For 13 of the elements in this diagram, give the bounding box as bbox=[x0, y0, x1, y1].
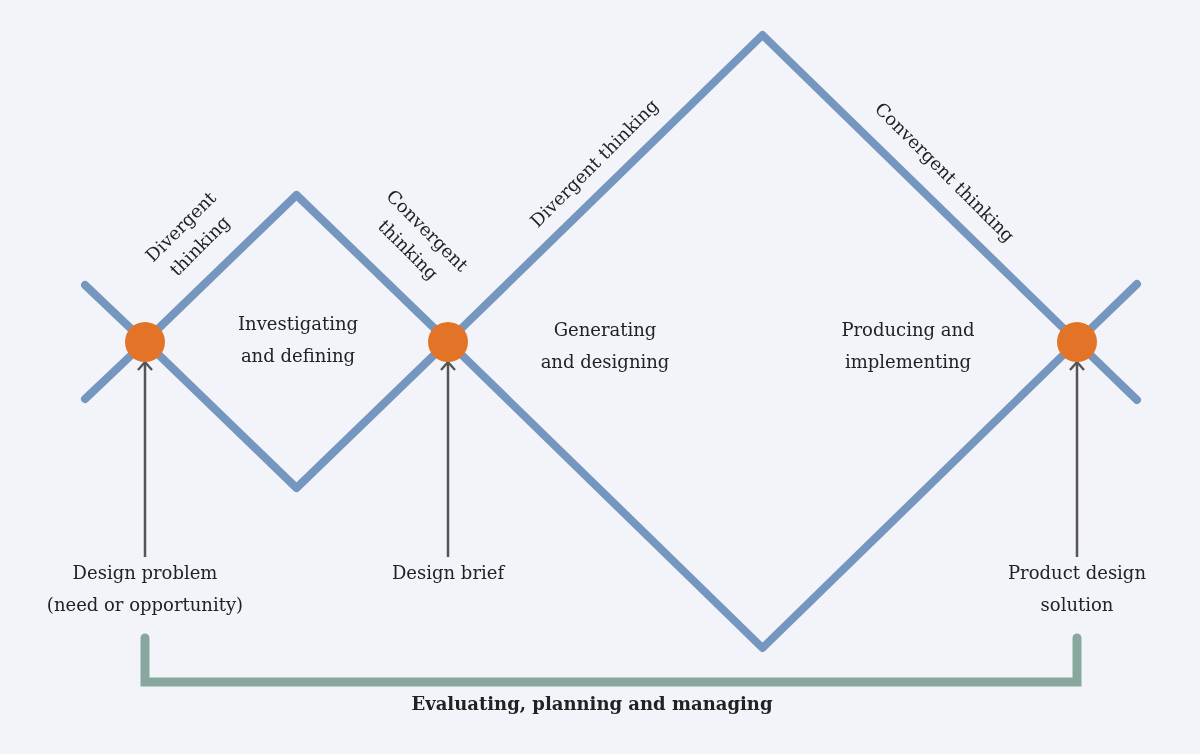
milestone-label: Design problem (need or opportunity) bbox=[46, 557, 244, 621]
dot-marker bbox=[125, 322, 165, 362]
phase-label: Investigating and defining bbox=[236, 312, 360, 368]
dot-marker bbox=[428, 322, 468, 362]
milestone-label: Product design solution bbox=[992, 557, 1162, 621]
phase-label: Producing and implementing bbox=[840, 318, 976, 374]
arrow bbox=[439, 360, 457, 557]
milestone-label: Design brief bbox=[391, 557, 505, 589]
arrow bbox=[136, 360, 154, 557]
phase-label: Generating and designing bbox=[539, 318, 671, 374]
arrow bbox=[1068, 360, 1086, 557]
bracket-label: Evaluating, planning and managing bbox=[411, 692, 773, 716]
dot-marker bbox=[1057, 322, 1097, 362]
